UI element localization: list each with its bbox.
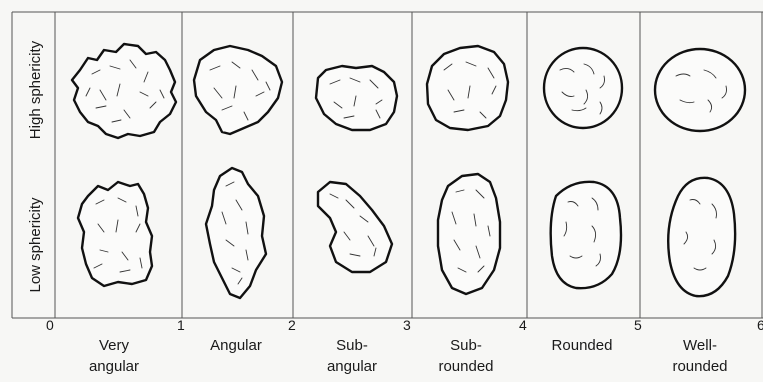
grain-angular-low	[206, 168, 266, 298]
class-label-rounded: Rounded	[552, 337, 613, 354]
grain-sub-angular-high	[316, 66, 397, 130]
grain-very-angular-low	[78, 182, 152, 286]
class-label-very-angular-line2: angular	[89, 358, 139, 375]
grain-rounded-high	[544, 48, 622, 128]
scale-tick-6: 6	[757, 317, 763, 333]
grain-sub-angular-low	[318, 182, 392, 272]
class-label-sub-rounded-line2: rounded	[438, 358, 493, 375]
class-label-well-rounded-line1: Well-	[683, 337, 717, 354]
class-label-sub-angular-line1: Sub-	[336, 337, 368, 354]
class-label-angular: Angular	[210, 337, 262, 354]
class-label-well-rounded-line2: rounded	[672, 358, 727, 375]
scale-tick-5: 5	[634, 317, 642, 333]
row-label-high-sphericity: High sphericity	[27, 40, 44, 139]
grain-sub-rounded-high	[427, 46, 508, 130]
class-label-sub-angular-line2: angular	[327, 358, 377, 375]
grain-rounded-low	[551, 182, 621, 288]
row-labels: High sphericity Low sphericity	[27, 40, 44, 292]
class-label-sub-rounded-line1: Sub-	[450, 337, 482, 354]
grain-well-rounded-high	[655, 49, 745, 131]
scale-tick-1: 1	[177, 317, 185, 333]
roundness-class-labels: Very angular Angular Sub- angular Sub- r…	[89, 337, 728, 375]
class-label-very-angular-line1: Very	[99, 337, 130, 354]
row-label-low-sphericity: Low sphericity	[27, 197, 44, 293]
scale-tick-4: 4	[519, 317, 527, 333]
scale-tick-3: 3	[403, 317, 411, 333]
grain-very-angular-high	[72, 44, 176, 138]
grain-angular-high	[194, 46, 282, 134]
roundness-scale: 0 1 2 3 4 5 6	[46, 317, 763, 333]
grain-well-rounded-low	[668, 178, 735, 296]
scale-tick-0: 0	[46, 317, 54, 333]
grain-sub-rounded-low	[438, 174, 500, 294]
scale-tick-2: 2	[288, 317, 296, 333]
